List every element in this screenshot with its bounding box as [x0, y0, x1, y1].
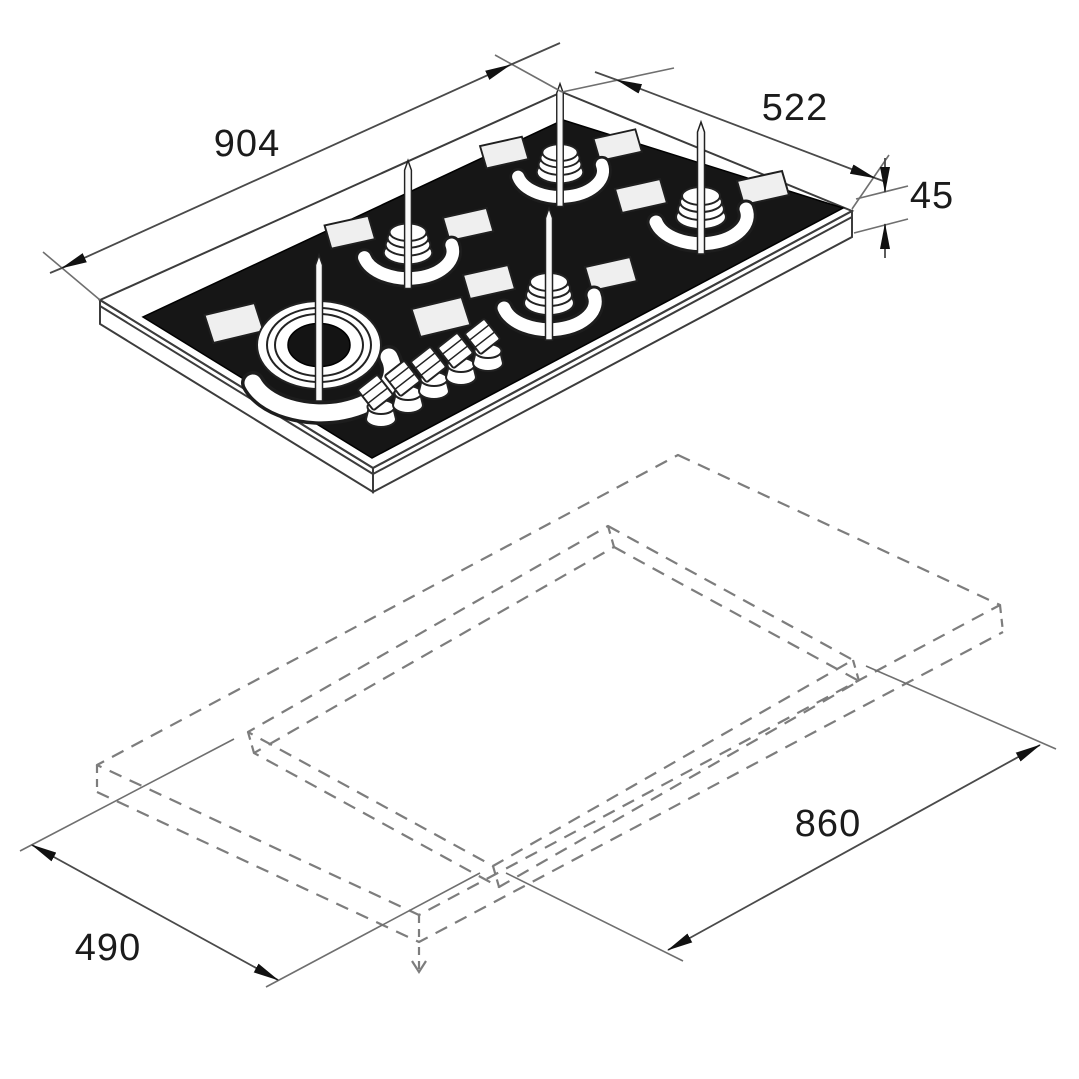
cutout-corner-edge	[606, 525, 616, 548]
dimension-line	[616, 79, 876, 179]
dimension-label-cutout-width: 490	[75, 927, 141, 969]
glass-edge-line-left	[99, 305, 374, 475]
cutout-top-edge	[246, 524, 855, 868]
dimension-line	[61, 64, 511, 269]
witness-line	[42, 251, 101, 301]
witness-line	[851, 154, 890, 210]
dimension-line	[31, 844, 279, 981]
dimension-line-extension	[509, 42, 561, 66]
dimension-904: 904	[42, 42, 563, 301]
witness-line	[19, 738, 235, 852]
dimension-label-width: 904	[214, 123, 280, 165]
dimension-line-extension	[49, 267, 63, 274]
witness-line	[505, 872, 684, 962]
witness-line	[865, 665, 1057, 750]
dimension-522: 522	[561, 67, 890, 210]
dimension-label-depth: 522	[762, 87, 828, 129]
tick-line-bottom	[853, 218, 909, 234]
dimension-line	[667, 744, 1041, 951]
dimension-860: 860	[505, 665, 1057, 962]
dimension-label-height: 45	[910, 175, 954, 217]
dimension-line-extension	[594, 71, 618, 81]
witness-line	[265, 872, 481, 988]
worktop-outline	[95, 453, 1005, 975]
worktop-top-face	[95, 453, 1002, 917]
cutout-corner-edge	[851, 659, 861, 682]
cutout-corner-edge	[246, 731, 256, 754]
cutout-outline	[246, 524, 861, 889]
dimension-label-cutout-length: 860	[795, 803, 861, 845]
worktop-bottom-edges	[96, 631, 1004, 944]
worktop-cutout-view: 860 490	[19, 453, 1057, 988]
witness-line	[494, 54, 563, 93]
depth-arrow-icon	[411, 960, 427, 975]
worktop-corner-edge-right	[998, 604, 1005, 633]
cutout-corner-edge	[491, 865, 501, 888]
dimension-490: 490	[19, 738, 481, 988]
glass-edge-line-right	[372, 216, 853, 475]
hob-isometric-view: 904 522 45	[42, 42, 954, 494]
cutout-depth-edge	[252, 545, 861, 889]
dimension-45: 45	[853, 158, 954, 258]
